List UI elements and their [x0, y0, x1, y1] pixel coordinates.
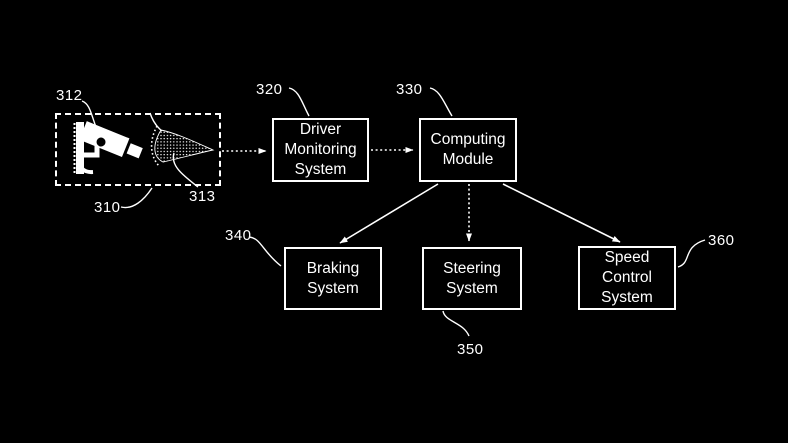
sensor-unit-box	[55, 113, 221, 186]
braking-system-label: Braking System	[306, 259, 360, 297]
driver-monitoring-system-box: Driver Monitoring System	[272, 118, 369, 182]
ref-numeral-driver-monitoring: 320	[256, 81, 283, 98]
ref-numeral-camera: 312	[56, 87, 83, 104]
ref-numeral-braking: 340	[225, 227, 252, 244]
ref-numeral-computing: 330	[396, 81, 423, 98]
leader-line-360	[677, 239, 706, 268]
leader-line-330	[429, 87, 453, 117]
arrow-computing-to-speed-control	[502, 183, 621, 243]
leader-line-320	[288, 87, 310, 117]
leader-line-310	[120, 187, 153, 209]
steering-system-label: Steering System	[443, 259, 501, 297]
cctv-camera-icon	[73, 121, 143, 175]
ref-numeral-steering: 350	[457, 341, 484, 358]
driver-monitoring-system-label: Driver Monitoring System	[284, 121, 357, 178]
leader-line-350	[442, 310, 470, 337]
speed-control-system-box: Speed Control System	[578, 246, 676, 310]
computing-module-box: Computing Module	[419, 118, 517, 182]
ref-numeral-sensor-unit: 310	[94, 199, 121, 216]
braking-system-box: Braking System	[284, 247, 382, 310]
arrow-computing-to-braking	[339, 183, 439, 244]
leader-line-340	[248, 236, 282, 267]
speed-control-system-label: Speed Control System	[601, 249, 653, 306]
computing-module-label: Computing Module	[430, 131, 506, 168]
ref-numeral-speed-control: 360	[708, 232, 735, 249]
steering-system-box: Steering System	[422, 247, 522, 310]
eye-vision-cone-icon	[149, 112, 215, 167]
leader-line-312	[81, 100, 97, 128]
ref-numeral-eye: 313	[189, 188, 216, 205]
